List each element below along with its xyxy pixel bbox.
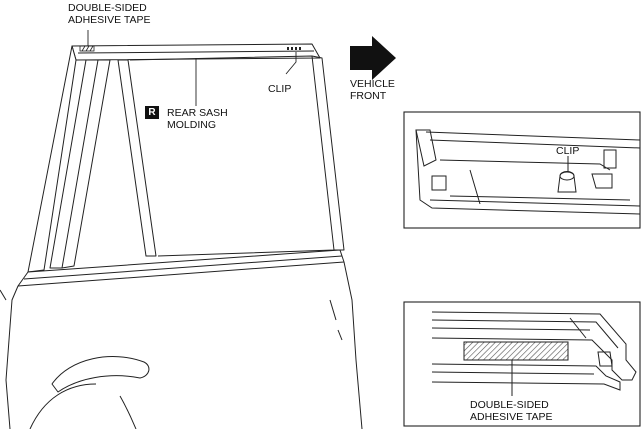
tape-label-top-line1: DOUBLE-SIDED (68, 2, 147, 14)
tape-detail-box (403, 301, 641, 427)
clip-marker-top (287, 47, 301, 50)
rear-door-illustration (0, 43, 363, 429)
part-name-line1: REAR SASH (167, 107, 228, 119)
tape-label-bottom-line2: ADHESIVE TAPE (470, 411, 553, 423)
part-name-line2: MOLDING (167, 119, 217, 131)
arrow-right-icon (350, 36, 396, 80)
leader-lines (87, 30, 297, 106)
vehicle-front-line2: FRONT (350, 90, 387, 102)
tape-label-bottom-line1: DOUBLE-SIDED (470, 399, 549, 411)
clip-label-detail: CLIP (556, 145, 580, 157)
clip-detail-box (403, 111, 641, 229)
clip-label-main: CLIP (268, 83, 292, 95)
right-side-badge: R (145, 106, 159, 119)
tape-marker-top (79, 45, 95, 52)
vehicle-front-line1: VEHICLE (350, 78, 395, 90)
tape-label-top-line2: ADHESIVE TAPE (68, 14, 151, 26)
adhesive-tape-strip (463, 341, 569, 361)
